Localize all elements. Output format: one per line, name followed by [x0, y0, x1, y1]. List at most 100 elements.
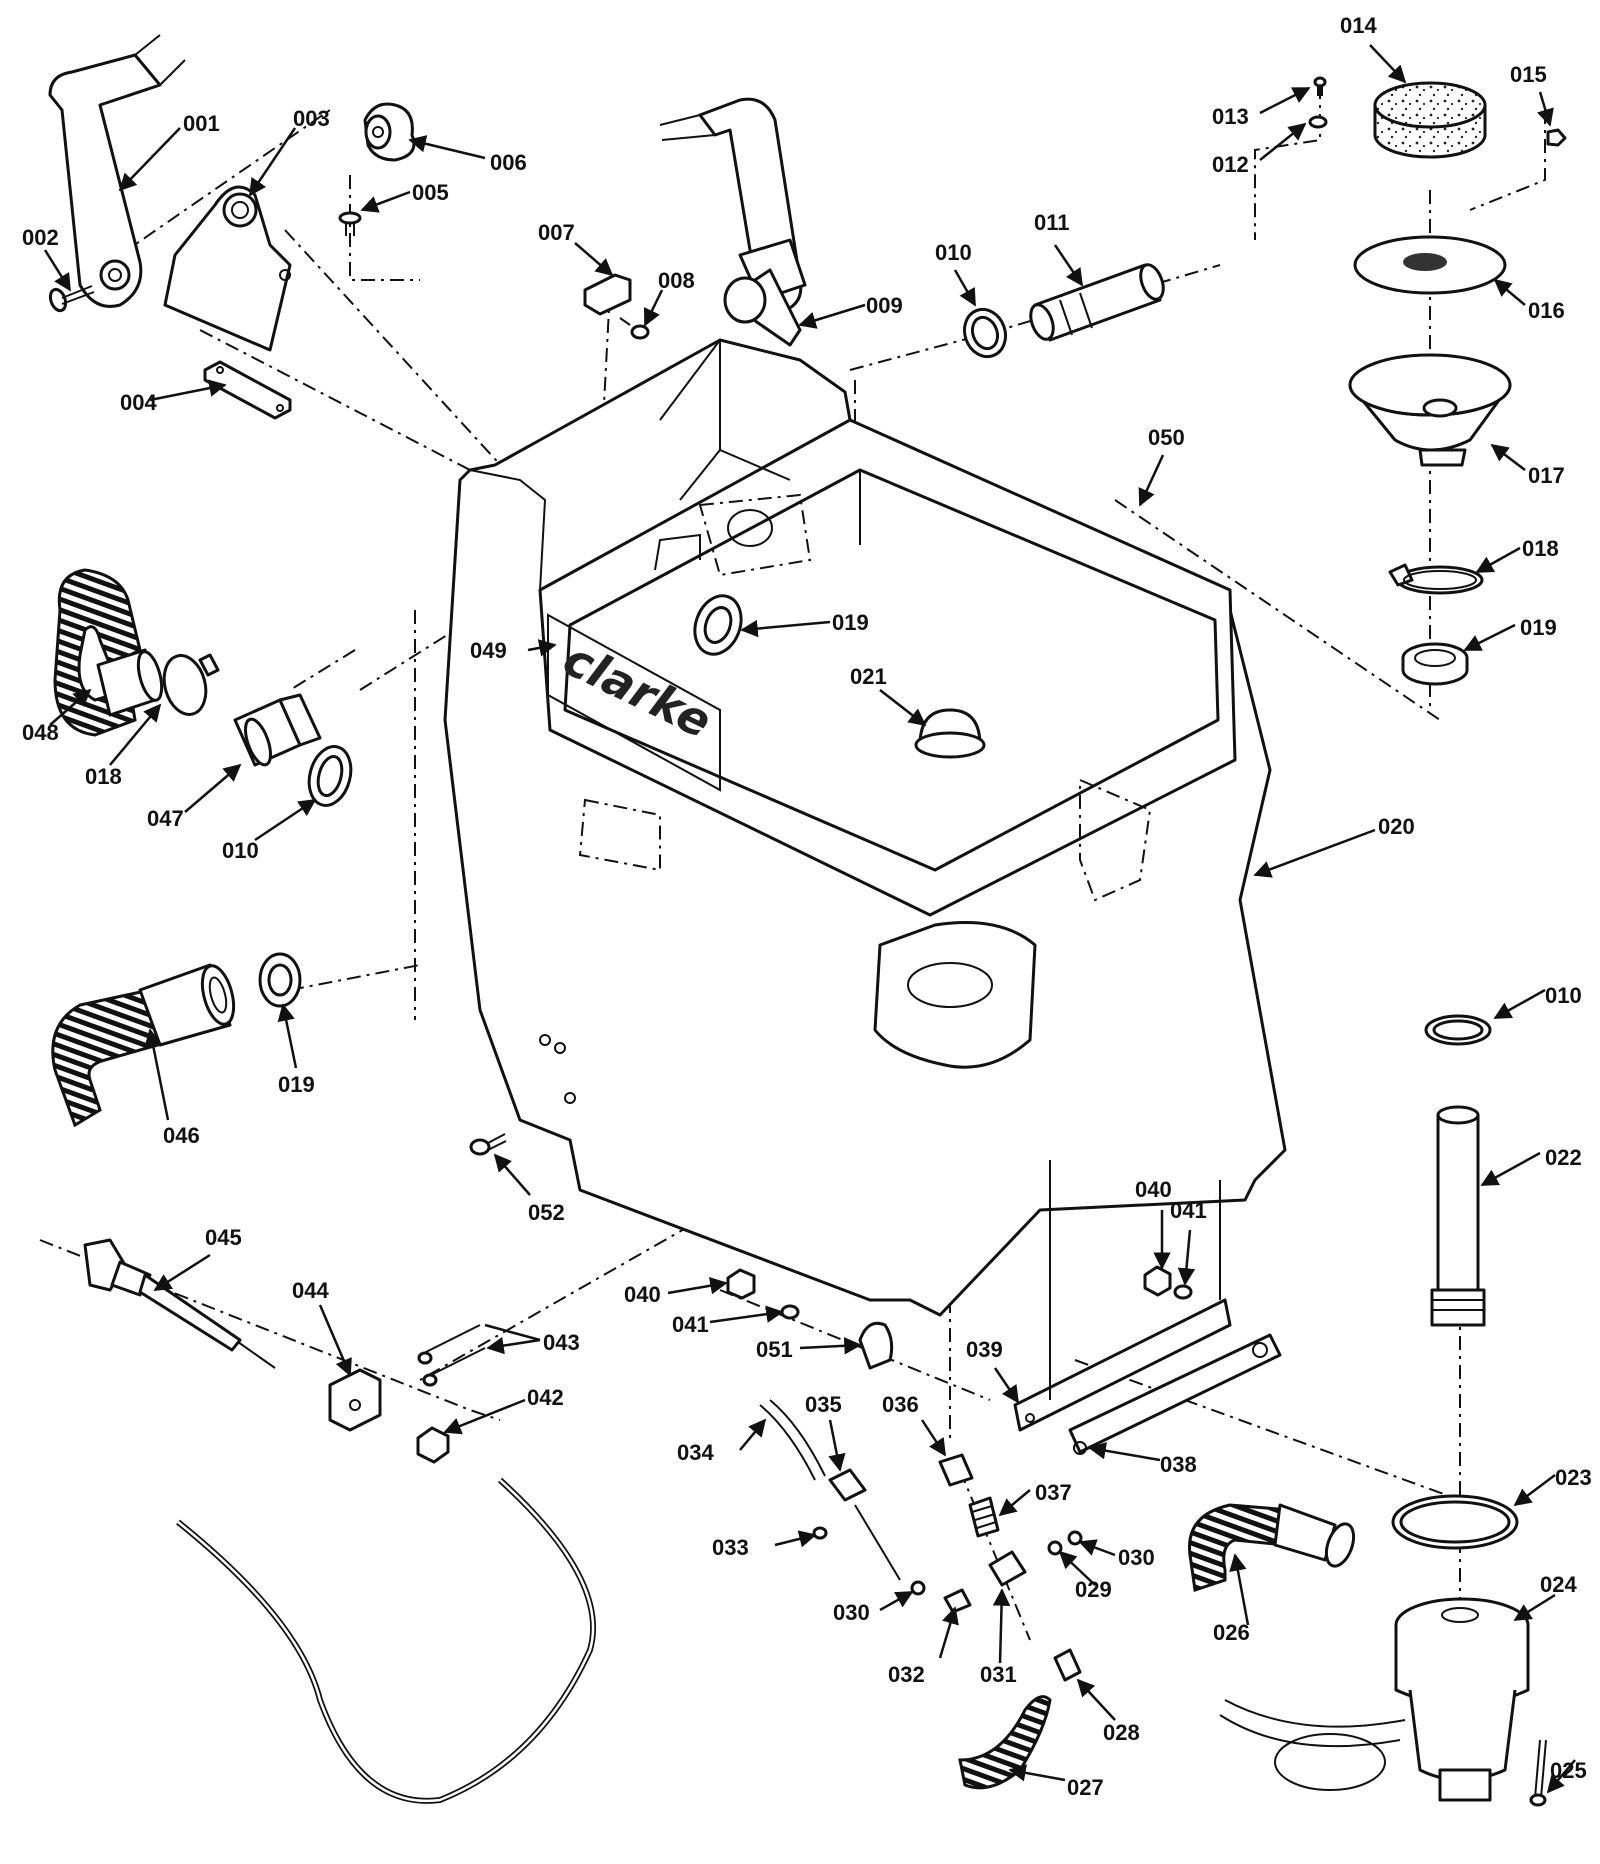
hose-027 [958, 1695, 1052, 1790]
cable [176, 1477, 597, 1804]
clamp-018-left [162, 653, 220, 716]
washer-041-right [1173, 1284, 1193, 1300]
callout-017: 017 [1528, 463, 1565, 488]
callout-035: 035 [805, 1392, 842, 1417]
callout-041: 041 [1170, 1198, 1207, 1223]
callout-025: 025 [1550, 1758, 1587, 1783]
fitting-032 [943, 1588, 972, 1614]
callout-030: 030 [833, 1600, 870, 1625]
callout-019: 019 [1520, 615, 1557, 640]
callout-019: 019 [832, 610, 869, 635]
plate-004 [203, 360, 292, 420]
callout-008: 008 [658, 268, 695, 293]
cap-021 [914, 708, 986, 759]
latch-007 [583, 273, 632, 316]
screw-008 [619, 317, 650, 340]
callout-044: 044 [292, 1278, 329, 1303]
callout-041: 041 [672, 1312, 709, 1337]
callout-007: 007 [538, 220, 575, 245]
nut-019-right [1401, 642, 1469, 686]
disc-016 [1353, 235, 1507, 295]
callout-010: 010 [935, 240, 972, 265]
callout-038: 038 [1160, 1452, 1197, 1477]
callout-006: 006 [490, 150, 527, 175]
callout-019: 019 [278, 1072, 315, 1097]
gasket-010-left [307, 745, 353, 807]
nuts-029-030 [910, 1530, 1083, 1596]
callout-010: 010 [1545, 983, 1582, 1008]
screws-043 [417, 1324, 486, 1387]
washer-012 [1308, 115, 1328, 129]
fitting-036 [938, 1453, 974, 1487]
callout-036: 036 [882, 1392, 919, 1417]
screw-033 [812, 1504, 901, 1581]
callout-026: 026 [1213, 1620, 1250, 1645]
hose-046 [51, 963, 236, 1128]
callout-010: 010 [222, 838, 259, 863]
callout-045: 045 [205, 1225, 242, 1250]
callout-029: 029 [1075, 1577, 1112, 1602]
nut-040-right [1143, 1265, 1172, 1297]
callout-031: 031 [980, 1662, 1017, 1687]
nut-019-left [258, 952, 302, 1008]
callout-030: 030 [1118, 1545, 1155, 1570]
gasket-010-top [962, 307, 1008, 359]
callout-050: 050 [1148, 425, 1185, 450]
brackets-038-039 [1013, 1160, 1282, 1455]
callout-049: 049 [470, 638, 507, 663]
clip-051 [858, 1321, 894, 1370]
callout-042: 042 [527, 1385, 564, 1410]
filter-pad-014 [1373, 81, 1487, 159]
callout-012: 012 [1212, 152, 1249, 177]
nut-015 [1546, 128, 1567, 147]
callout-021: 021 [850, 664, 887, 689]
nut-042 [416, 1426, 450, 1464]
bowl-017 [1348, 353, 1512, 467]
spring-037 [968, 1496, 1000, 1538]
callout-027: 027 [1067, 1775, 1104, 1800]
gasket-023 [1391, 1494, 1519, 1550]
callout-022: 022 [1545, 1145, 1582, 1170]
callout-002: 002 [22, 225, 59, 250]
hose-026 [1188, 1503, 1356, 1592]
callout-051: 051 [756, 1337, 793, 1362]
callout-013: 013 [1212, 104, 1249, 129]
callout-034: 034 [677, 1440, 714, 1465]
right-handle-009 [659, 97, 807, 347]
callout-040: 040 [624, 1282, 661, 1307]
callout-011: 011 [1034, 210, 1070, 235]
callout-015: 015 [1510, 62, 1547, 87]
tube-034 [759, 1399, 826, 1481]
gasket-010-right [1424, 1014, 1492, 1046]
screw-052 [469, 1133, 507, 1156]
callout-001: 001 [183, 111, 220, 136]
fitting-011 [1029, 263, 1165, 342]
callout-052: 052 [528, 1200, 565, 1225]
screw-013 [1313, 76, 1327, 96]
callout-028: 028 [1103, 1720, 1140, 1745]
leader-lines [43, 44, 1576, 1794]
callout-048: 048 [22, 720, 59, 745]
callout-032: 032 [888, 1662, 925, 1687]
callout-040: 040 [1135, 1177, 1172, 1202]
callout-018: 018 [1522, 536, 1559, 561]
standpipe-022 [1430, 1105, 1486, 1327]
callout-005: 005 [412, 180, 449, 205]
callout-039: 039 [966, 1337, 1003, 1362]
hose-048 [53, 568, 164, 737]
fitting-047 [233, 693, 322, 767]
tank-body-020 [443, 338, 1287, 1317]
callout-047: 047 [147, 806, 184, 831]
motor-024 [1219, 1597, 1530, 1802]
fitting-028 [1053, 1648, 1082, 1682]
knob-006 [363, 102, 416, 162]
clamp-018-right [1388, 563, 1484, 595]
callout-033: 033 [712, 1535, 749, 1560]
spray-valve-045 [83, 1238, 276, 1369]
fitting-031 [988, 1550, 1027, 1587]
washer-041-mid [780, 1304, 800, 1320]
callout-020: 020 [1378, 814, 1415, 839]
handle-bracket-003 [163, 185, 292, 352]
callout-labels: 001 002 003 004 005 006 007 008 009 010 … [22, 13, 1592, 1800]
callout-018: 018 [85, 764, 122, 789]
